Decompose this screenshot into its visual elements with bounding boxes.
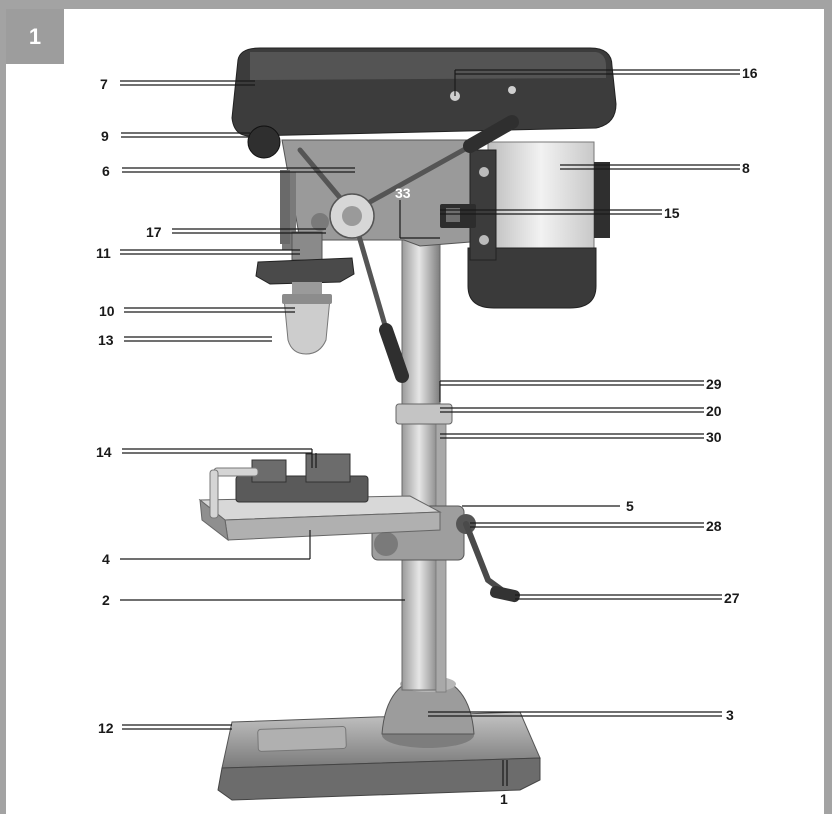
callout-5: 5 [626, 498, 634, 514]
callout-29: 29 [706, 376, 722, 392]
callout-labels: 7 16 9 6 8 33 15 17 11 10 13 29 20 30 14… [96, 65, 758, 807]
callout-9: 9 [101, 128, 109, 144]
callout-11: 11 [96, 245, 111, 261]
on-off-switch [440, 204, 476, 228]
callout-13: 13 [98, 332, 114, 348]
column-collar [395, 403, 453, 425]
callout-27: 27 [724, 590, 740, 606]
spindle-assembly [255, 231, 355, 355]
callout-6: 6 [102, 163, 110, 179]
callout-30: 30 [706, 429, 722, 445]
spring-housing [280, 170, 290, 244]
callout-14: 14 [96, 444, 112, 460]
belt-cover [231, 47, 617, 137]
feed-handles [297, 115, 519, 383]
callout-1: 1 [500, 791, 508, 807]
callout-7: 7 [100, 76, 108, 92]
base-plate [217, 711, 541, 801]
callout-28: 28 [706, 518, 722, 534]
callout-10: 10 [99, 303, 115, 319]
column [401, 239, 447, 693]
belt-tension-knob [247, 125, 281, 159]
callout-2: 2 [102, 592, 110, 608]
machine-vise [209, 453, 369, 519]
leader-lines [120, 69, 740, 786]
callout-8: 8 [742, 160, 750, 176]
callout-12: 12 [98, 720, 114, 736]
callout-4: 4 [102, 551, 110, 567]
callout-33: 33 [395, 185, 411, 201]
motor [467, 141, 610, 309]
figure-number-badge: 1 [6, 9, 64, 64]
callout-15: 15 [664, 205, 680, 221]
callout-16: 16 [742, 65, 758, 81]
callout-20: 20 [706, 403, 722, 419]
callout-3: 3 [726, 707, 734, 723]
callout-17: 17 [146, 224, 162, 240]
